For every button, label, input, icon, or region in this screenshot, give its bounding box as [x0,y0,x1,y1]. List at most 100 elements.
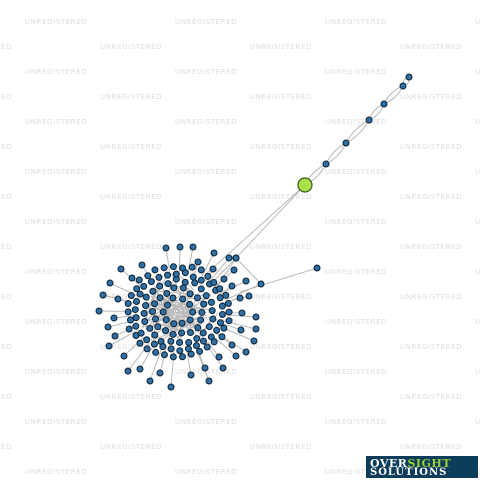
watermark-text: UNREGISTERED [0,443,12,451]
network-node [104,323,112,331]
network-node [132,331,140,339]
watermark-layer: UNREGISTERED UNREGISTERED UNREGISTERED UNRE… [0,18,480,476]
edge [214,257,237,291]
edge [186,351,192,376]
network-node [405,73,413,81]
network-node [187,371,195,379]
watermark-text: UNREGISTERED [325,168,387,176]
watermark-text: UNREGISTERED [25,118,87,126]
edge [235,257,262,285]
network-node [132,322,140,330]
network-node [188,263,196,271]
network-node [144,272,152,280]
network-node [216,319,224,327]
edge [165,247,171,273]
watermark-text: UNREGISTERED [175,318,237,326]
watermark-text: UNREGISTERED [475,268,480,276]
network-node [245,292,253,300]
network-node [313,264,321,272]
network-node [210,249,218,257]
network-node [164,280,172,288]
network-node [203,343,211,351]
logo-sight-text: SIGHT [407,457,452,470]
network-node [191,279,199,287]
edge [149,348,162,382]
logo-line-2: SOLUTIONS [370,467,448,478]
watermark-text: UNREGISTERED [0,143,12,151]
network-node [169,294,177,302]
watermark-text: UNREGISTERED [0,343,12,351]
network-node [163,290,171,298]
network-node [132,314,140,322]
watermark-text: UNREGISTERED [325,118,387,126]
network-node [152,315,160,323]
network-node [159,343,167,351]
network-node [224,300,232,308]
watermark-text: UNREGISTERED [0,193,12,201]
network-node [238,309,246,317]
network-node [252,325,260,333]
watermark-text: UNREGISTERED [100,193,162,201]
network-node [125,325,133,333]
network-node [225,308,233,316]
network-node [185,339,193,347]
network-node [186,290,194,298]
network-node [199,337,207,345]
edge [204,184,306,276]
watermark-text: UNREGISTERED [25,418,87,426]
network-node [170,284,178,292]
network-node [179,264,187,272]
network-node [127,292,135,300]
network-node [138,261,146,269]
network-node [124,308,132,316]
watermark-text: UNREGISTERED [175,418,237,426]
watermark-text: UNREGISTERED [400,243,462,251]
network-node [178,329,186,337]
network-node [193,335,201,343]
network-node [257,280,265,288]
network-node [218,302,226,310]
network-node [218,333,226,341]
network-node [162,244,170,252]
node-layer [95,73,413,391]
network-node [237,326,245,334]
network-node [220,275,228,283]
watermark-text: UNREGISTERED [0,93,12,101]
network-node [179,353,187,361]
network-node [156,294,164,302]
network-node [197,285,205,293]
edge [239,267,318,293]
watermark-text: UNREGISTERED [325,418,387,426]
network-node [128,274,136,282]
network-node [150,340,158,348]
network-node [167,337,175,345]
watermark-text: UNREGISTERED [175,168,237,176]
network-node [135,276,143,284]
network-node [225,254,233,262]
watermark-text: UNREGISTERED [175,18,237,26]
network-node [136,365,144,373]
network-node [169,330,177,338]
network-node [198,308,206,316]
network-node [250,337,258,345]
network-node [380,100,388,108]
network-node [146,324,154,332]
watermark-text: UNREGISTERED [250,43,312,51]
watermark-text: UNREGISTERED [325,18,387,26]
network-node [143,345,151,353]
watermark-text: UNREGISTERED [100,393,162,401]
network-node [156,282,164,290]
watermark-text: UNREGISTERED [250,343,312,351]
network-node [142,293,150,301]
watermark-text: UNREGISTERED [325,268,387,276]
network-node [197,276,205,284]
watermark-text: UNREGISTERED [175,118,237,126]
network-node [193,294,201,302]
network-node [201,364,209,372]
network-node [160,264,168,272]
network-node [176,338,184,346]
edge [224,283,262,301]
network-node [179,295,187,303]
watermark-text: UNREGISTERED [100,343,162,351]
